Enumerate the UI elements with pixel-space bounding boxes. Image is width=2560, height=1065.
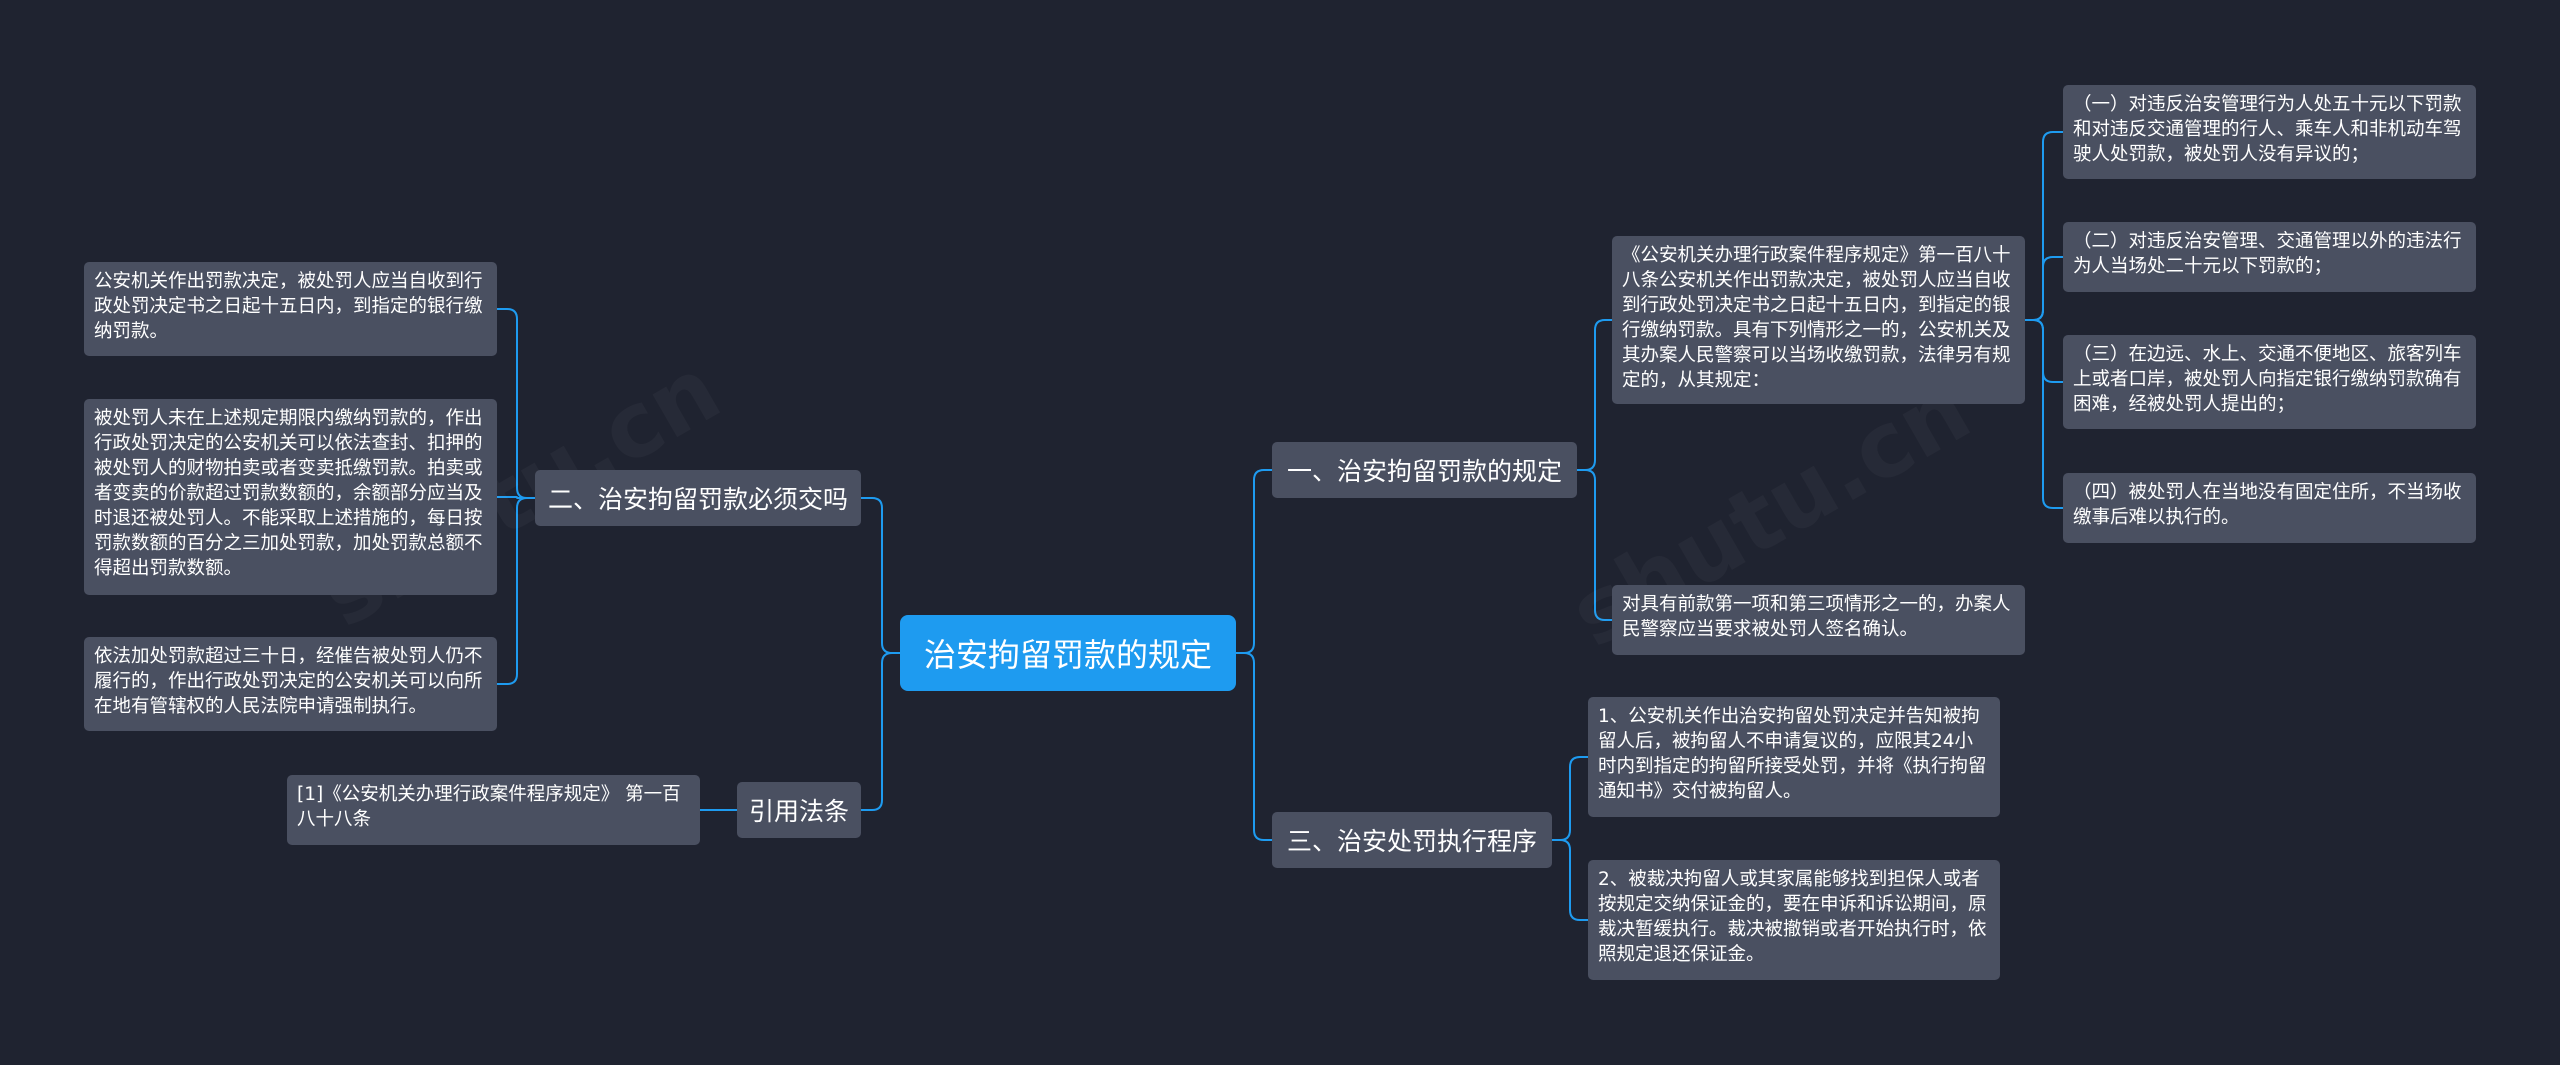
leaf-clause-4[interactable]: （四）被处罚人在当地没有固定住所，不当场收缴事后难以执行的。 bbox=[2063, 473, 2476, 543]
link-b2-c1 bbox=[1552, 756, 1588, 841]
branch-regulation[interactable]: 一、治安拘留罚款的规定 bbox=[1272, 442, 1577, 498]
leaf-citation-article[interactable]: [1]《公安机关办理行政案件程序规定》 第一百八十八条 bbox=[287, 775, 700, 845]
link-b2-c2 bbox=[1552, 839, 1588, 921]
link-root-b3 bbox=[861, 497, 900, 654]
link-main-c4 bbox=[2025, 319, 2063, 509]
branch-citation[interactable]: 引用法条 bbox=[737, 782, 861, 838]
link-root-b2 bbox=[1236, 652, 1272, 841]
leaf-payment-deadline[interactable]: 公安机关作出罚款决定，被处罚人应当自收到行政处罚决定书之日起十五日内，到指定的银… bbox=[84, 262, 497, 356]
branch-execution-procedure[interactable]: 三、治安处罚执行程序 bbox=[1272, 812, 1552, 868]
leaf-clause-1[interactable]: （一）对违反治安管理行为人处五十元以下罚款和对违反交通管理的行人、乘车人和非机动… bbox=[2063, 85, 2476, 179]
link-b3-c3 bbox=[497, 497, 535, 685]
link-root-b1 bbox=[1236, 469, 1272, 654]
leaf-article-188[interactable]: 《公安机关办理行政案件程序规定》第一百八十八条公安机关作出罚款决定，被处罚人应当… bbox=[1612, 236, 2025, 404]
branch-must-pay[interactable]: 二、治安拘留罚款必须交吗 bbox=[535, 470, 861, 526]
link-main-c2 bbox=[2025, 256, 2063, 321]
leaf-enforcement[interactable]: 依法加处罚款超过三十日，经催告被处罚人仍不履行的，作出行政处罚决定的公安机关可以… bbox=[84, 637, 497, 731]
link-root-b4 bbox=[861, 652, 900, 811]
link-b1-sign bbox=[1577, 469, 1612, 621]
leaf-procedure-1[interactable]: 1、公安机关作出治安拘留处罚决定并告知被拘留人后，被拘留人不申请复议的，应限其2… bbox=[1588, 697, 2000, 817]
link-b3-c2 bbox=[497, 496, 535, 499]
leaf-late-payment[interactable]: 被处罚人未在上述规定期限内缴纳罚款的，作出行政处罚决定的公安机关可以依法查封、扣… bbox=[84, 399, 497, 595]
link-b3-c1 bbox=[497, 308, 535, 499]
leaf-procedure-2[interactable]: 2、被裁决拘留人或其家属能够找到担保人或者按规定交纳保证金的，要在申诉和诉讼期间… bbox=[1588, 860, 2000, 980]
leaf-clause-3[interactable]: （三）在边远、水上、交通不便地区、旅客列车上或者口岸，被处罚人向指定银行缴纳罚款… bbox=[2063, 335, 2476, 429]
link-b1-main bbox=[1577, 319, 1612, 471]
root-topic[interactable]: 治安拘留罚款的规定 bbox=[900, 615, 1236, 691]
leaf-signature-confirm[interactable]: 对具有前款第一项和第三项情形之一的，办案人民警察应当要求被处罚人签名确认。 bbox=[1612, 585, 2025, 655]
leaf-clause-2[interactable]: （二）对违反治安管理、交通管理以外的违法行为人当场处二十元以下罚款的； bbox=[2063, 222, 2476, 292]
